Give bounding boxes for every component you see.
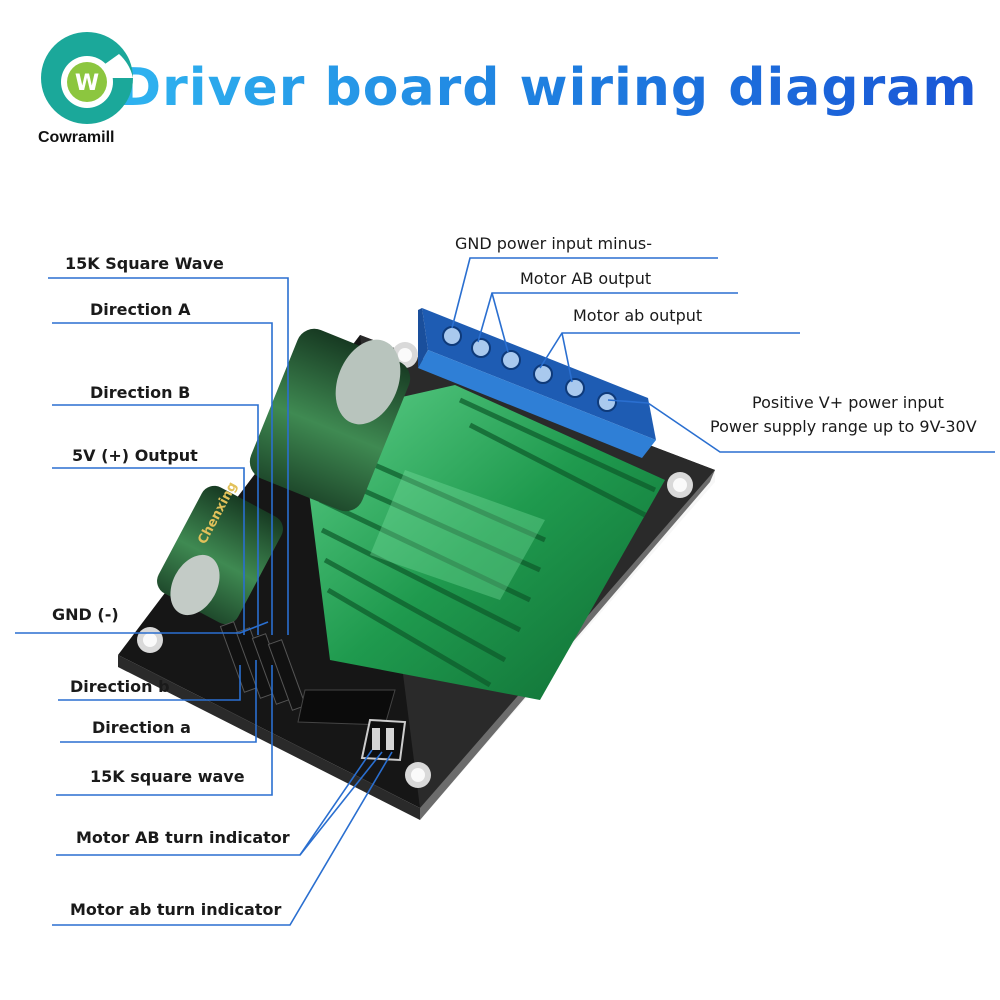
label-motor-ab-lower-output: Motor ab output	[573, 306, 703, 325]
capacitor-large	[249, 328, 411, 512]
indicator-led-icon	[360, 718, 407, 762]
leader-lines-left	[15, 277, 393, 926]
brand-name: Cowramill	[38, 129, 115, 146]
label-motor-ab-turn-indicator: Motor AB turn indicator	[76, 828, 290, 847]
label-direction-b-upper: Direction B	[90, 383, 191, 402]
label-direction-a-lower: Direction a	[92, 718, 191, 737]
pin-header	[219, 621, 307, 711]
brand-logo-letter: W	[75, 71, 99, 96]
label-motor-ab-lower-turn-indicator: Motor ab turn indicator	[70, 900, 282, 919]
label-5v-output: 5V (+) Output	[72, 446, 198, 465]
label-direction-a-upper: Direction A	[90, 300, 191, 319]
label-gnd-power-input: GND power input minus-	[455, 234, 652, 253]
label-power-supply-range: Power supply range up to 9V-30V	[710, 417, 977, 436]
mounting-hole-icon	[137, 342, 693, 788]
label-motor-ab-output: Motor AB output	[520, 269, 652, 288]
label-15k-square-wave: 15K Square Wave	[65, 254, 224, 273]
label-direction-b-lower: Direction b	[70, 677, 170, 696]
brand-logo-icon: W	[41, 32, 133, 124]
label-positive-power-input: Positive V+ power input	[752, 393, 944, 412]
capacitor-small: Chenxing	[157, 480, 283, 625]
heatsink	[300, 385, 665, 700]
terminal-block	[418, 308, 656, 458]
label-gnd: GND (-)	[52, 605, 119, 624]
leader-lines-right	[451, 257, 995, 453]
page-title: Driver board wiring diagram	[118, 58, 978, 118]
label-15k-square-wave-lower: 15K square wave	[90, 767, 245, 786]
